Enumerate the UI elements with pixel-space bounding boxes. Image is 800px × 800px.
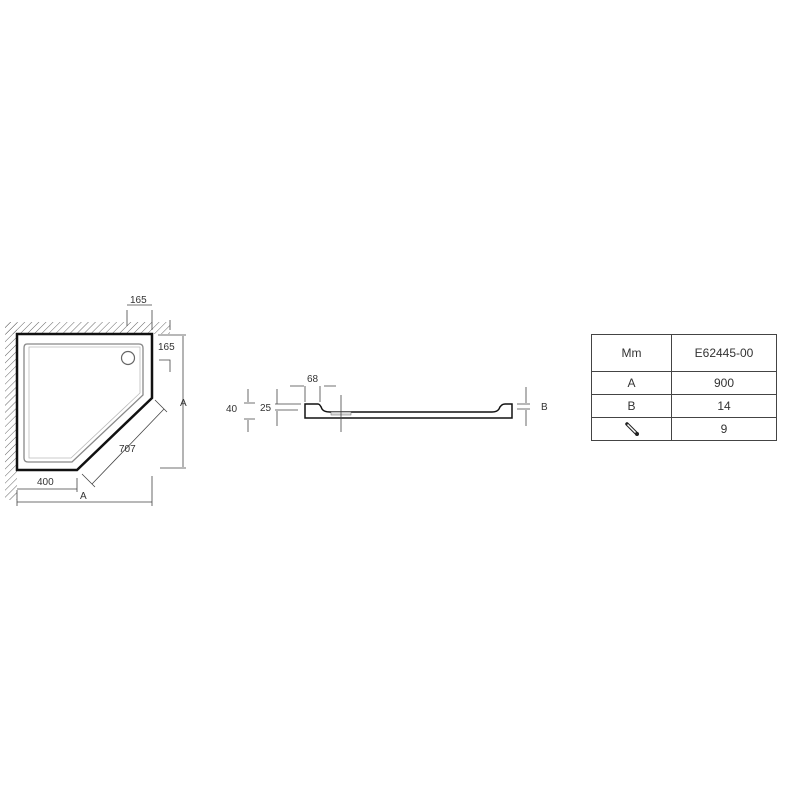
tray-outline xyxy=(15,332,154,472)
dim-side-A xyxy=(158,334,186,469)
dim-B-label: B xyxy=(541,402,548,413)
wall-hatch-left xyxy=(5,322,17,500)
dim-25 xyxy=(275,389,301,426)
row-value: 14 xyxy=(671,394,777,418)
plan-view: 165 165 A 707 400 A xyxy=(5,295,187,506)
drain-hole xyxy=(120,350,136,366)
table-row: 9 xyxy=(591,417,777,441)
dim-40 xyxy=(244,389,255,432)
dim-68 xyxy=(290,385,336,402)
dim-side-165 xyxy=(159,320,171,372)
dim-diagonal-label: 707 xyxy=(119,444,136,455)
dim-top-label: 165 xyxy=(130,295,147,306)
dim-B xyxy=(517,387,530,426)
spec-table: Mm E62445-00 A 900 B 14 9 xyxy=(591,334,777,441)
dim-bottom-A xyxy=(16,476,153,506)
header-model: E62445-00 xyxy=(671,334,777,372)
row-value: 9 xyxy=(671,417,777,441)
dim-side-label: 165 xyxy=(158,342,175,353)
dim-diagonal-707 xyxy=(81,399,168,488)
tray-profile xyxy=(304,403,513,419)
wall-hatch-top xyxy=(5,322,170,334)
row-value: 900 xyxy=(671,371,777,395)
row-label: A xyxy=(591,371,672,395)
table-header-row: Mm E62445-00 xyxy=(591,334,777,372)
dim-bottom-400 xyxy=(17,478,78,492)
dim-bottom-A-label: A xyxy=(80,491,87,502)
dim-bottom-400-label: 400 xyxy=(37,477,54,488)
dim-side-A-label: A xyxy=(180,398,187,409)
dim-68-label: 68 xyxy=(307,374,319,385)
dim-top-165 xyxy=(126,304,153,330)
row-label xyxy=(591,417,672,441)
table-row: A 900 xyxy=(591,371,777,395)
drain-waste-icon xyxy=(624,422,639,436)
tray-basin-inner xyxy=(28,346,141,459)
dim-25-label: 25 xyxy=(260,403,272,414)
row-label: B xyxy=(591,394,672,418)
table-row: B 14 xyxy=(591,394,777,418)
header-unit: Mm xyxy=(591,334,672,372)
dim-40-label: 40 xyxy=(226,404,238,415)
side-view: 68 40 25 B xyxy=(226,374,548,432)
tray-basin-outline xyxy=(23,343,144,463)
